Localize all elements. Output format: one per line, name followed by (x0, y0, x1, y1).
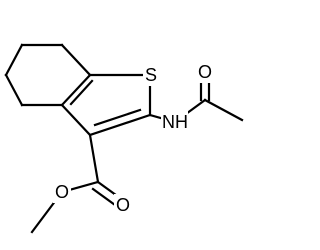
nh-label: NH (162, 112, 188, 132)
ester-ether-oxygen-label: O (55, 182, 69, 202)
atom-ester-ether-oxygen: O (53, 181, 71, 203)
bond-c-methyl (203, 98, 244, 122)
bond-c3-c3a (60, 103, 92, 137)
bond-ester-c-o-double-2 (91, 187, 117, 207)
atom-amide-nitrogen: NH (161, 111, 188, 133)
atom-ester-carbonyl-oxygen: O (114, 194, 132, 216)
bond-c3-c-ester (88, 133, 100, 184)
thiophene-ring (60, 73, 152, 137)
bond-c5-c4 (4, 73, 24, 107)
bond-c3a-c7a (60, 73, 92, 107)
atom-amide-oxygen: O (196, 61, 214, 83)
cyclohexene-ring (4, 43, 92, 107)
bond-c7a-c7 (60, 43, 92, 77)
methyl-ester-group (30, 133, 122, 234)
sulfur-label: S (145, 65, 157, 85)
bond-c6-c5 (4, 43, 24, 77)
atom-sulfur: S (143, 64, 159, 86)
ester-carbonyl-oxygen-label: O (116, 195, 130, 215)
amide-oxygen-label: O (198, 62, 212, 82)
bond-c2-c3 (88, 113, 152, 137)
bond-c2-c3-inner (93, 108, 142, 127)
molecule-structure: S NH O O O (4, 43, 244, 234)
bond-c3a-c7a-inner (69, 79, 94, 106)
